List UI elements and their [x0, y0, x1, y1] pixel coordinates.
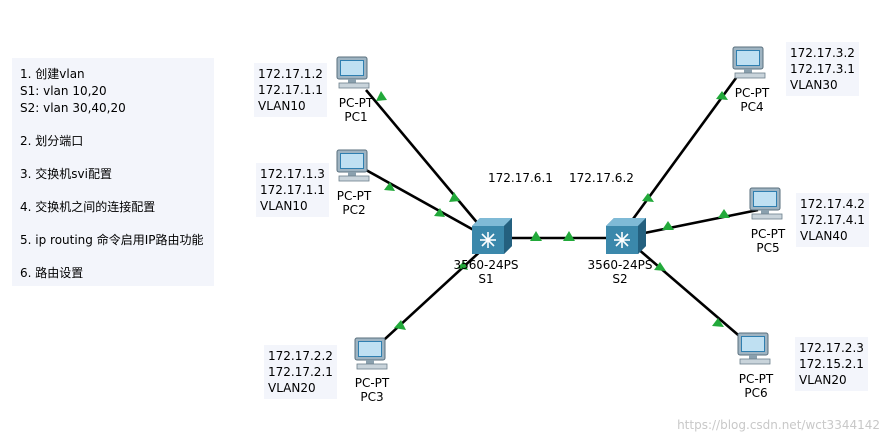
pc3-address-note: 172.17.2.2 172.17.2.1 VLAN20 [264, 345, 337, 399]
pc2-address-note: 172.17.1.3 172.17.1.1 VLAN10 [256, 163, 329, 217]
switch-s2-icon [605, 217, 647, 255]
pc3-icon [354, 337, 388, 370]
link-pc2-s1 [365, 168, 489, 240]
port-indicator [563, 231, 575, 241]
step-2: 2. 划分端口 [20, 134, 84, 148]
pc1-icon [336, 56, 370, 89]
switch-s1-icon [471, 217, 513, 255]
link-pc5-s2 [629, 208, 759, 238]
pc6-icon [737, 332, 771, 365]
port-indicator [376, 91, 387, 101]
port-indicator [449, 192, 460, 202]
port-indicator [434, 208, 445, 217]
link-pc6-s2 [629, 241, 745, 341]
port-indicator [394, 320, 406, 330]
port-indicator [662, 221, 674, 230]
pc6-address-note: 172.17.2.3 172.15.2.1 VLAN20 [795, 337, 868, 391]
step-4: 4. 交换机之间的连接配置 [20, 200, 156, 214]
step-5: 5. ip routing 命令启用IP路由功能 [20, 233, 204, 247]
pc4-icon [732, 46, 766, 79]
pc5-icon [749, 187, 783, 220]
port-indicator [718, 209, 730, 218]
link-pc1-s1 [365, 89, 491, 239]
pc5-address-note: 172.17.4.2 172.17.4.1 VLAN40 [796, 193, 869, 247]
link-pc4-s2 [623, 77, 738, 231]
port-indicator [716, 91, 728, 100]
port-indicator [530, 231, 542, 241]
watermark: https://blog.csdn.net/wct3344142 [677, 418, 880, 432]
port-indicator [384, 182, 395, 191]
step-1: 1. 创建vlan [20, 67, 85, 81]
step-6: 6. 路由设置 [20, 266, 84, 280]
config-steps-panel: 1. 创建vlan S1: vlan 10,20 S2: vlan 30,40,… [12, 58, 214, 286]
pc2-icon [336, 149, 370, 182]
step-3: 3. 交换机svi配置 [20, 167, 112, 181]
pc1-address-note: 172.17.1.2 172.17.1.1 VLAN10 [254, 63, 327, 117]
port-indicator [457, 261, 468, 270]
port-indicator [654, 262, 666, 271]
port-indicator [642, 193, 654, 202]
step-1-s2: S2: vlan 30,40,20 [20, 101, 126, 115]
s2-trunk-ip: 172.17.6.2 [569, 171, 634, 185]
s1-trunk-ip: 172.17.6.1 [488, 171, 553, 185]
step-1-s1: S1: vlan 10,20 [20, 84, 107, 98]
port-indicator [712, 318, 724, 327]
pc4-address-note: 172.17.3.2 172.17.3.1 VLAN30 [786, 42, 859, 96]
